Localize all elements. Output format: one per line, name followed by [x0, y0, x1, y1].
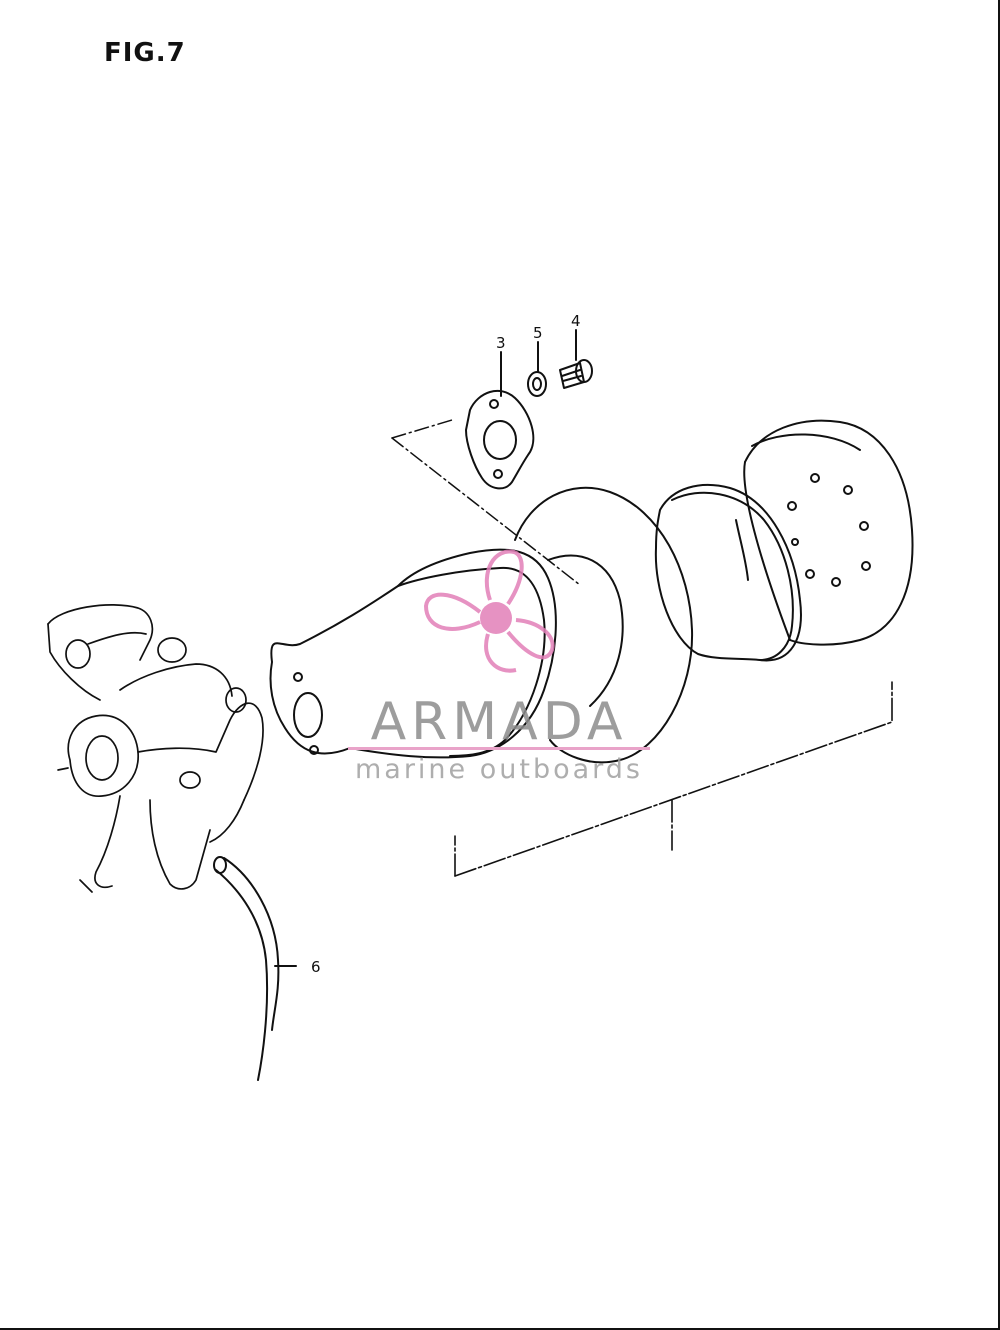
gasket-part [465, 389, 535, 490]
screw-part [559, 359, 593, 389]
watermark-brand: ARMADA [370, 692, 628, 752]
hose-part [213, 856, 280, 1081]
callout-6: 6 [311, 958, 321, 976]
assembly-lines [391, 419, 581, 586]
callout-3: 3 [496, 334, 506, 352]
figure-title: FIG.7 [104, 38, 186, 68]
watermark-tagline: marine outboards [354, 754, 643, 785]
nut-part [527, 371, 547, 397]
watermark-divider [348, 747, 650, 750]
assembly-bracket [454, 681, 893, 877]
propeller-logo-icon [423, 549, 555, 673]
band-ring [654, 484, 802, 662]
end-cap [743, 419, 914, 646]
air-cleaner-case [269, 548, 557, 759]
air-cleaner-element [514, 486, 694, 764]
callout-4: 4 [571, 312, 581, 330]
carburetor-assembly [47, 604, 264, 893]
callout-leaders [274, 329, 577, 967]
callout-5: 5 [533, 324, 543, 342]
